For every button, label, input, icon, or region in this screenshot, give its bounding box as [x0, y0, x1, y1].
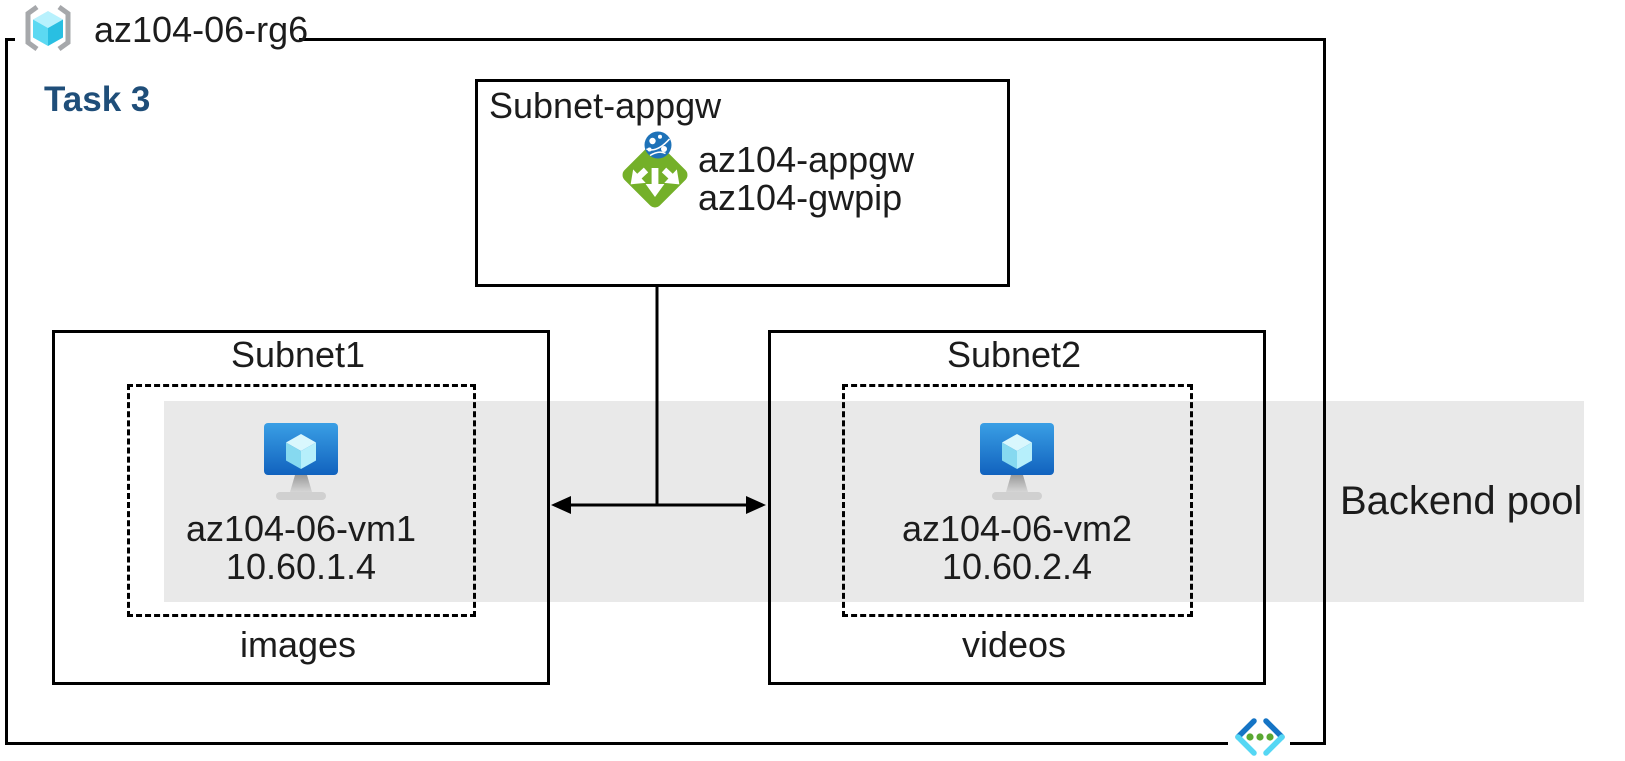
- task-label: Task 3: [44, 80, 151, 119]
- subnet2-box: [768, 330, 1266, 685]
- subnet1-box: [52, 330, 550, 685]
- subnet2-pool-member-label: videos: [961, 624, 1067, 665]
- subnet1-pool-member-label: images: [239, 624, 357, 665]
- vm2-ip: 10.60.2.4: [941, 546, 1093, 587]
- virtual-machine-icon: [263, 422, 339, 507]
- resource-group-icon: [20, 4, 76, 57]
- subnet1-vm-text: az104-06-vm1 10.60.1.4: [126, 510, 476, 586]
- subnet1-vm-dashed-box: [127, 384, 476, 617]
- vm2-name: az104-06-vm2: [901, 508, 1133, 549]
- resource-group-border: [5, 38, 1326, 745]
- backend-pool-label: Backend pool: [1340, 479, 1583, 523]
- subnet-appgw-box: [475, 79, 1010, 287]
- vm1-ip: 10.60.1.4: [225, 546, 377, 587]
- subnet1-label: Subnet1: [230, 334, 366, 375]
- gateway-public-ip-name: az104-gwpip: [698, 177, 903, 218]
- backend-pool-band: [164, 401, 1584, 602]
- vm1-name: az104-06-vm1: [185, 508, 417, 549]
- subnet-appgw-label: Subnet-appgw: [489, 85, 722, 126]
- virtual-machine-icon: [979, 422, 1055, 507]
- subnet2-vm-dashed-box: [842, 384, 1193, 617]
- subnet2-label: Subnet2: [946, 334, 1082, 375]
- resource-group-border-gap: [15, 32, 299, 46]
- subnet2-vm-text: az104-06-vm2 10.60.2.4: [842, 510, 1192, 586]
- application-gateway-name: az104-appgw: [698, 139, 915, 180]
- application-gateway-icon: [610, 130, 700, 225]
- virtual-network-icon: [1232, 717, 1288, 761]
- resource-group-header: az104-06-rg6: [20, 4, 309, 57]
- application-gateway-names: az104-appgw az104-gwpip: [698, 141, 914, 217]
- resource-group-title: az104-06-rg6: [94, 9, 309, 50]
